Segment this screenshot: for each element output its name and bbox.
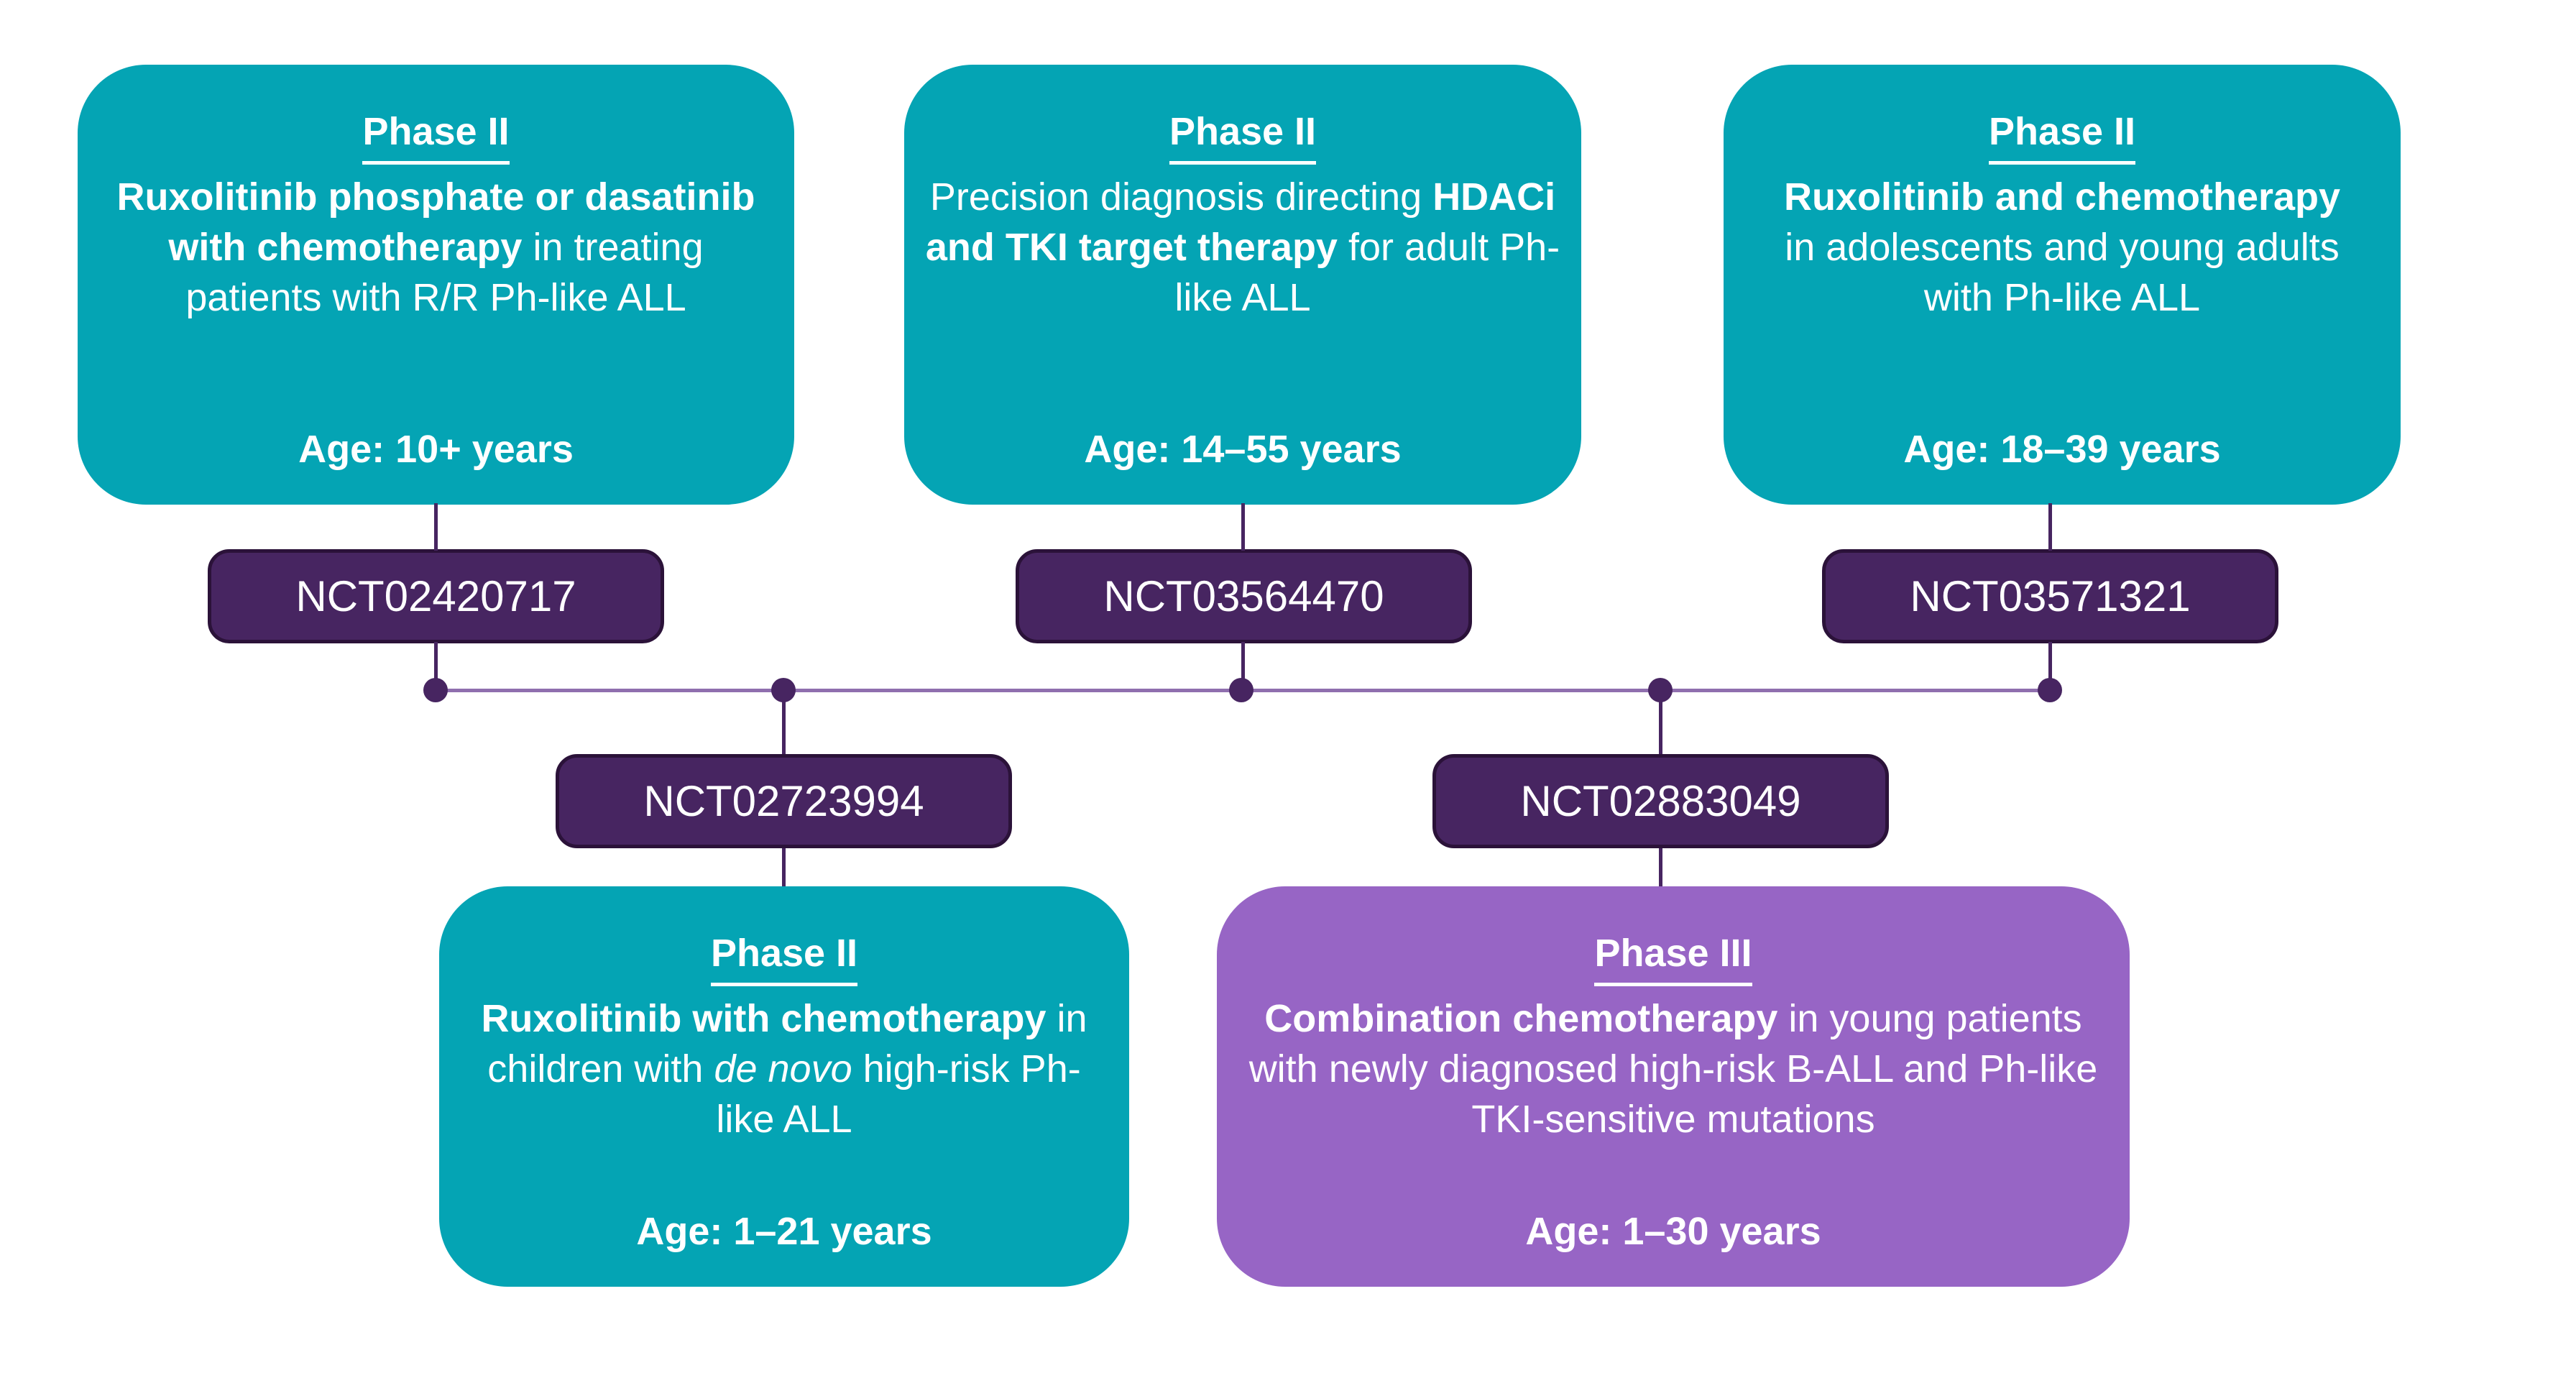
connector-line <box>782 690 786 756</box>
trial-description: Ruxolitinib and chemotherapy in adolesce… <box>1783 175 2341 319</box>
nct-badge-nct02883049: NCT02883049 <box>1432 754 1889 848</box>
phase-text: Phase II <box>1988 106 2136 165</box>
connector-line <box>782 847 786 888</box>
trial-box-precision-diagnosis: Phase II Precision diagnosis directing H… <box>904 65 1581 505</box>
phase-text: Phase II <box>362 106 510 165</box>
age-label: Age: 1–30 years <box>1525 1210 1821 1253</box>
phase-label: Phase II <box>710 928 858 986</box>
phase-text: Phase II <box>710 928 858 986</box>
nct-badge-nct02420717: NCT02420717 <box>208 549 664 643</box>
phase-label: Phase II <box>362 106 510 165</box>
age-label: Age: 10+ years <box>298 428 574 471</box>
trial-description: Combination chemotherapy in young patien… <box>1248 997 2098 1141</box>
trial-description: Precision diagnosis directing HDACi and … <box>925 175 1560 319</box>
phase-label: Phase II <box>1988 106 2136 165</box>
phase-label: Phase III <box>1594 928 1752 986</box>
trial-box-aya-phlike: Phase II Ruxolitinib and chemotherapy in… <box>1724 65 2401 505</box>
nct-badge-nct02723994: NCT02723994 <box>556 754 1012 848</box>
phase-text: Phase III <box>1594 928 1752 986</box>
connector-dot <box>2038 678 2062 702</box>
phase-text: Phase II <box>1169 106 1317 165</box>
trial-box-combination-chemo: Phase III Combination chemotherapy in yo… <box>1217 886 2130 1287</box>
connector-line <box>1241 503 1245 551</box>
trial-description: Ruxolitinib phosphate or dasatinib with … <box>116 175 755 319</box>
age-label: Age: 1–21 years <box>636 1210 932 1253</box>
trial-box-rr-phlike: Phase II Ruxolitinib phosphate or dasati… <box>78 65 794 505</box>
connector-line <box>434 642 438 690</box>
connector-dot <box>1229 678 1254 702</box>
age-label: Age: 18–39 years <box>1903 428 2221 471</box>
nct-badge-nct03564470: NCT03564470 <box>1016 549 1472 643</box>
nct-badge-nct03571321: NCT03571321 <box>1822 549 2278 643</box>
connector-line <box>434 503 438 551</box>
connector-line <box>1659 847 1662 888</box>
connector-dot <box>771 678 796 702</box>
trial-description: Ruxolitinib with chemotherapy in childre… <box>481 997 1087 1141</box>
connector-line <box>1659 690 1662 756</box>
phase-label: Phase II <box>1169 106 1317 165</box>
connector-dot <box>423 678 448 702</box>
trial-box-children-denovo: Phase II Ruxolitinib with chemotherapy i… <box>439 886 1129 1287</box>
age-label: Age: 14–55 years <box>1084 428 1402 471</box>
connector-line <box>2048 642 2052 690</box>
connector-line <box>2048 503 2052 551</box>
connector-line <box>1241 642 1245 690</box>
connector-dot <box>1648 678 1673 702</box>
